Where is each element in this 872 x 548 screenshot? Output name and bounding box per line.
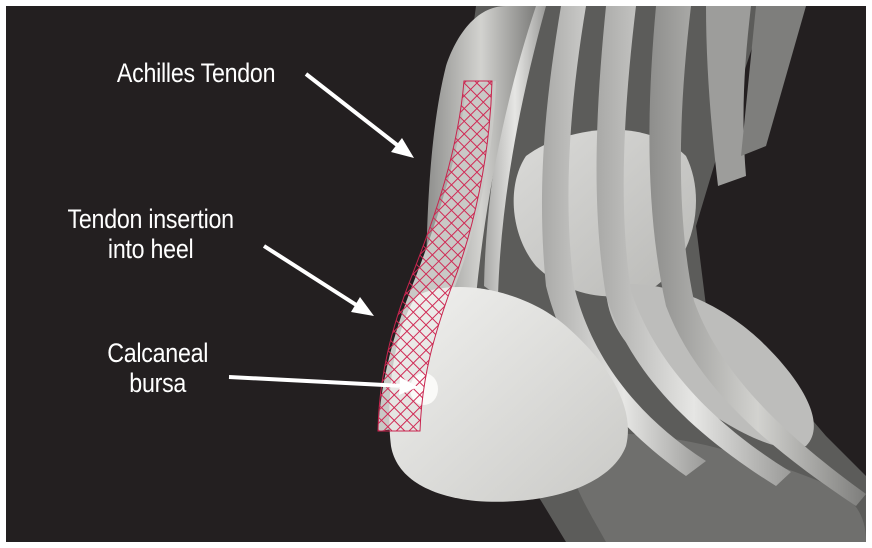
label-insertion-line2: into heel [68,234,234,264]
label-tendon-insertion: Tendon insertion into heel [68,204,234,264]
arrow-insertion [264,246,361,308]
arrowhead-insertion [351,297,374,316]
label-insertion-line1: Tendon insertion [68,204,234,234]
illustration-frame: Achilles Tendon Tendon insertion into he… [6,6,866,542]
label-calcaneal-bursa: Calcaneal bursa [107,338,208,398]
arrow-bursa [229,377,404,386]
label-bursa-line2: bursa [107,368,208,398]
label-achilles-tendon: Achilles Tendon [117,58,275,88]
arrow-achilles [306,74,401,148]
label-achilles-text: Achilles Tendon [117,58,275,88]
label-bursa-line1: Calcaneal [107,338,208,368]
